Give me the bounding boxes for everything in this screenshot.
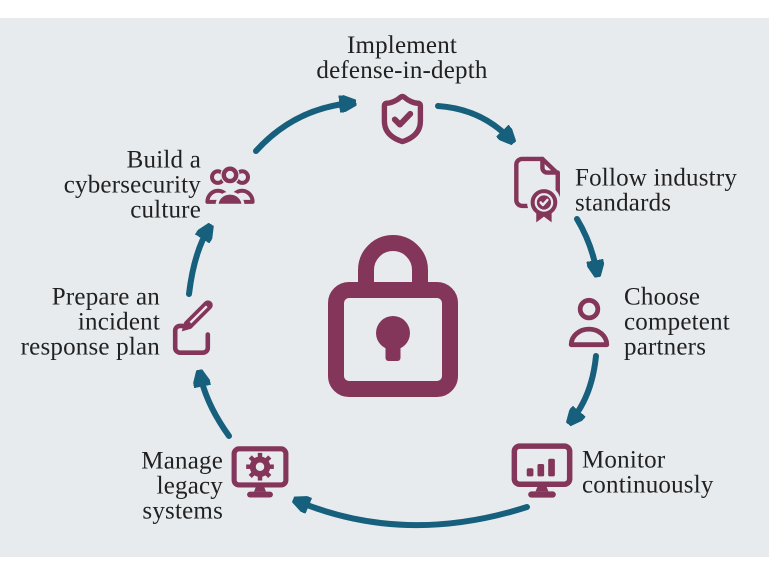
label-line: legacy — [156, 472, 223, 500]
label-line: Monitor — [582, 446, 666, 473]
label-line: Build a — [126, 146, 201, 174]
pencil-document-icon — [172, 300, 213, 355]
label-line: response plan — [20, 333, 160, 361]
monitor-gear-icon — [231, 445, 289, 497]
label-line: defense-in-depth — [316, 57, 488, 84]
step-prepare-incident-response-plan: Prepare an incident response plan — [21, 285, 214, 360]
step-build-cybersecurity-culture: Build a cybersecurity culture — [64, 148, 255, 223]
step-label: Monitor continuously — [582, 447, 714, 497]
step-manage-legacy-systems: Manage legacy systems — [141, 421, 289, 524]
label-line: Prepare an — [51, 283, 160, 311]
label-line: Choose — [624, 283, 701, 311]
label-line: competent — [624, 308, 730, 336]
label-line: Follow industry — [575, 164, 738, 191]
step-label: Implement defense-in-depth — [316, 33, 487, 83]
label-line: systems — [142, 497, 223, 525]
label-line: cybersecurity — [63, 171, 201, 199]
step-implement-defense-in-depth: Implement defense-in-depth — [316, 33, 487, 146]
step-monitor-continuously: Monitor continuously — [511, 442, 714, 503]
label-line: partners — [624, 333, 707, 361]
certificate-document-icon — [514, 156, 561, 223]
step-label: Choose competent partners — [624, 285, 730, 360]
label-line: Implement — [346, 32, 458, 59]
label-line: standards — [575, 189, 672, 216]
step-label: Build a cybersecurity culture — [64, 148, 201, 223]
label-line: Manage — [141, 447, 223, 475]
step-label: Prepare an incident response plan — [21, 285, 160, 360]
step-follow-industry-standards: Follow industry standards — [512, 155, 737, 226]
step-label: Follow industry standards — [575, 165, 737, 215]
lock-icon — [328, 235, 458, 397]
person-icon — [568, 297, 610, 347]
step-label: Manage legacy systems — [141, 449, 223, 524]
step-choose-competent-partners: Choose competent partners — [566, 285, 730, 360]
label-line: incident — [77, 308, 160, 336]
label-line: continuously — [582, 471, 714, 498]
shield-check-icon — [381, 93, 423, 145]
label-line: culture — [130, 196, 201, 224]
monitor-bar-chart-icon — [511, 443, 573, 498]
team-icon — [205, 164, 255, 207]
